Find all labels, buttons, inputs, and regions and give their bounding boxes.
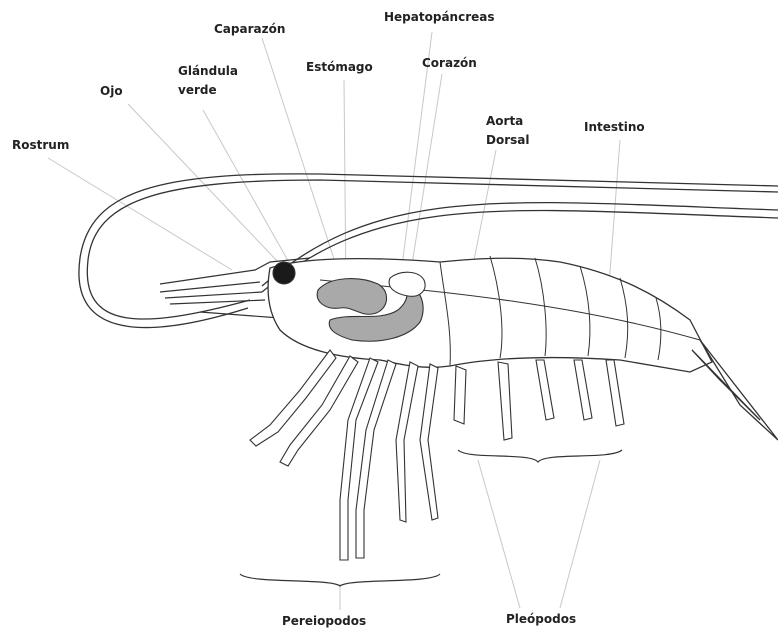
label-aorta-dorsal: Aorta Dorsal xyxy=(486,112,529,150)
label-estomago: Estómago xyxy=(306,58,373,77)
pleopod-3 xyxy=(536,360,554,420)
eye xyxy=(273,262,295,284)
leader-line-pleopodos-right xyxy=(560,460,600,608)
label-ojo: Ojo xyxy=(100,82,123,101)
label-aorta-dorsal-line2: Dorsal xyxy=(486,131,529,150)
label-rostrum: Rostrum xyxy=(12,136,69,155)
pleopodos-bracket xyxy=(458,450,622,462)
label-corazon: Corazón xyxy=(422,54,477,73)
label-glandula-verde: Glándula verde xyxy=(178,62,238,100)
leader-line-ojo xyxy=(128,104,278,262)
pereiopod-1 xyxy=(250,350,336,446)
pleopods xyxy=(454,360,624,440)
leader-line-pleopodos-left xyxy=(478,460,520,608)
pereiopods xyxy=(250,350,438,560)
leader-line-glandula-verde xyxy=(203,110,300,282)
leader-line-intestino xyxy=(608,140,620,298)
pereiopod-6 xyxy=(420,364,438,520)
label-glandula-verde-line2: verde xyxy=(178,81,238,100)
pleopod-2 xyxy=(498,362,512,440)
antennule-1 xyxy=(160,282,260,292)
shrimp-body xyxy=(268,258,712,372)
pleopod-5 xyxy=(606,360,624,426)
label-caparazon: Caparazón xyxy=(214,20,285,39)
pereiopod-5 xyxy=(396,362,418,522)
pleopod-4 xyxy=(574,360,592,420)
telson xyxy=(700,340,778,440)
leader-line-rostrum xyxy=(48,158,232,270)
antennule-2 xyxy=(165,292,262,298)
pleopod-1 xyxy=(454,366,466,424)
label-intestino: Intestino xyxy=(584,118,645,137)
label-aorta-dorsal-line1: Aorta xyxy=(486,112,529,131)
label-glandula-verde-line1: Glándula xyxy=(178,62,238,81)
label-pleopodos: Pleópodos xyxy=(506,610,576,629)
antennule-3 xyxy=(170,300,265,304)
label-hepatopancreas: Hepatopáncreas xyxy=(384,8,495,27)
uropod xyxy=(692,350,760,420)
label-pereiopodos: Pereiopodos xyxy=(282,612,366,631)
